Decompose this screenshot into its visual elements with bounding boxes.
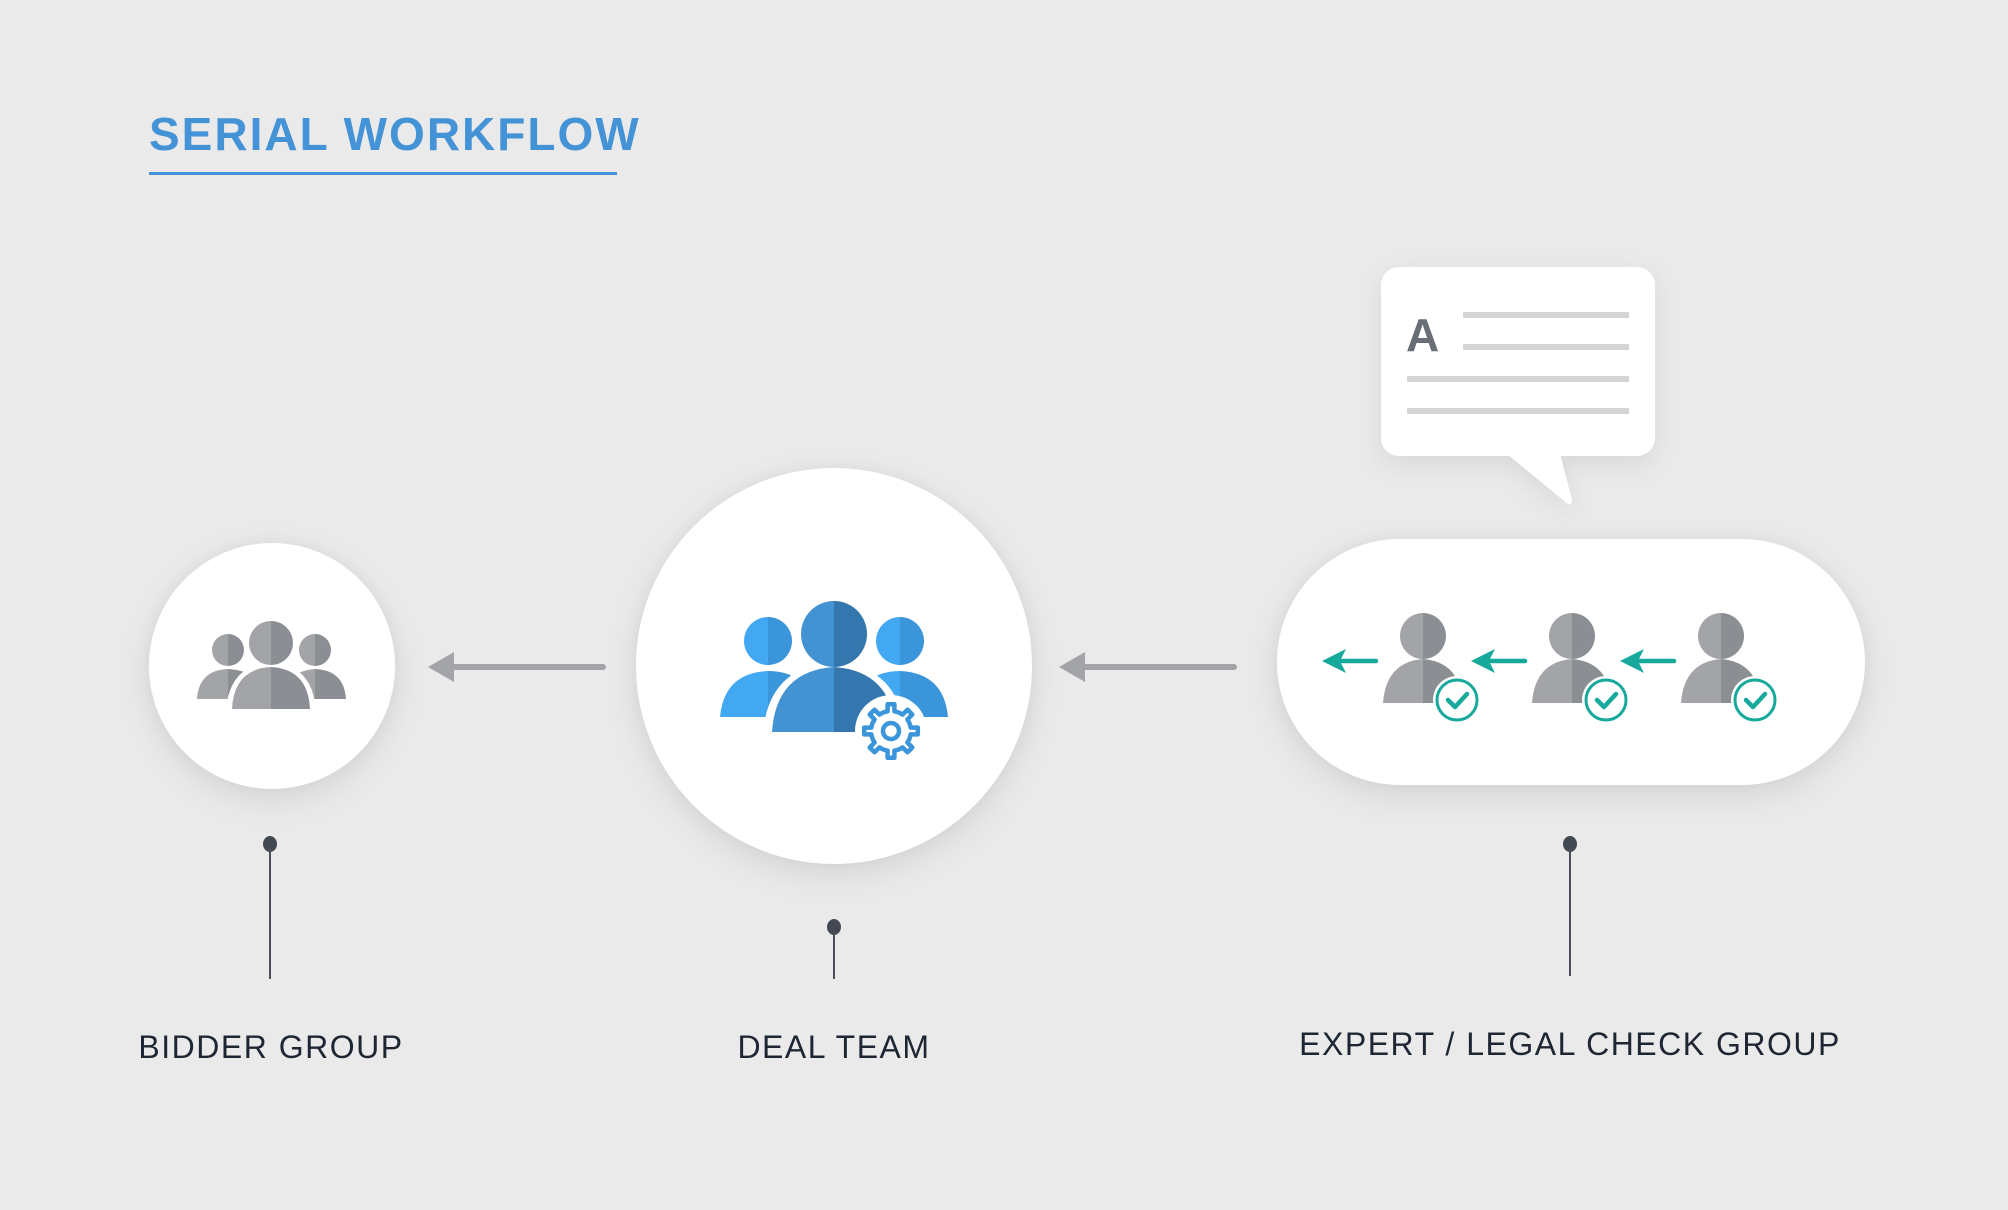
bidder-group-label: BIDDER GROUP: [138, 1029, 404, 1065]
bidder-group-node[interactable]: [149, 543, 395, 789]
expert-legal-check-node[interactable]: [1277, 539, 1865, 785]
title-underline: [149, 172, 617, 175]
expert-legal-check-label: EXPERT / LEGAL CHECK GROUP: [1299, 1026, 1841, 1062]
deal-pin-dot: [827, 919, 841, 935]
deal-team-label: DEAL TEAM: [737, 1029, 931, 1065]
expert-pin-line: [1569, 848, 1571, 976]
deal-team-node[interactable]: [636, 468, 1032, 864]
expert-pin-dot: [1563, 836, 1577, 852]
diagram-title: SERIAL WORKFLOW: [149, 108, 641, 160]
callout-letter: A: [1406, 309, 1439, 361]
bidder-pin-dot: [263, 836, 277, 852]
deal-pin-line: [833, 931, 835, 979]
bidder-pin-line: [269, 848, 271, 979]
